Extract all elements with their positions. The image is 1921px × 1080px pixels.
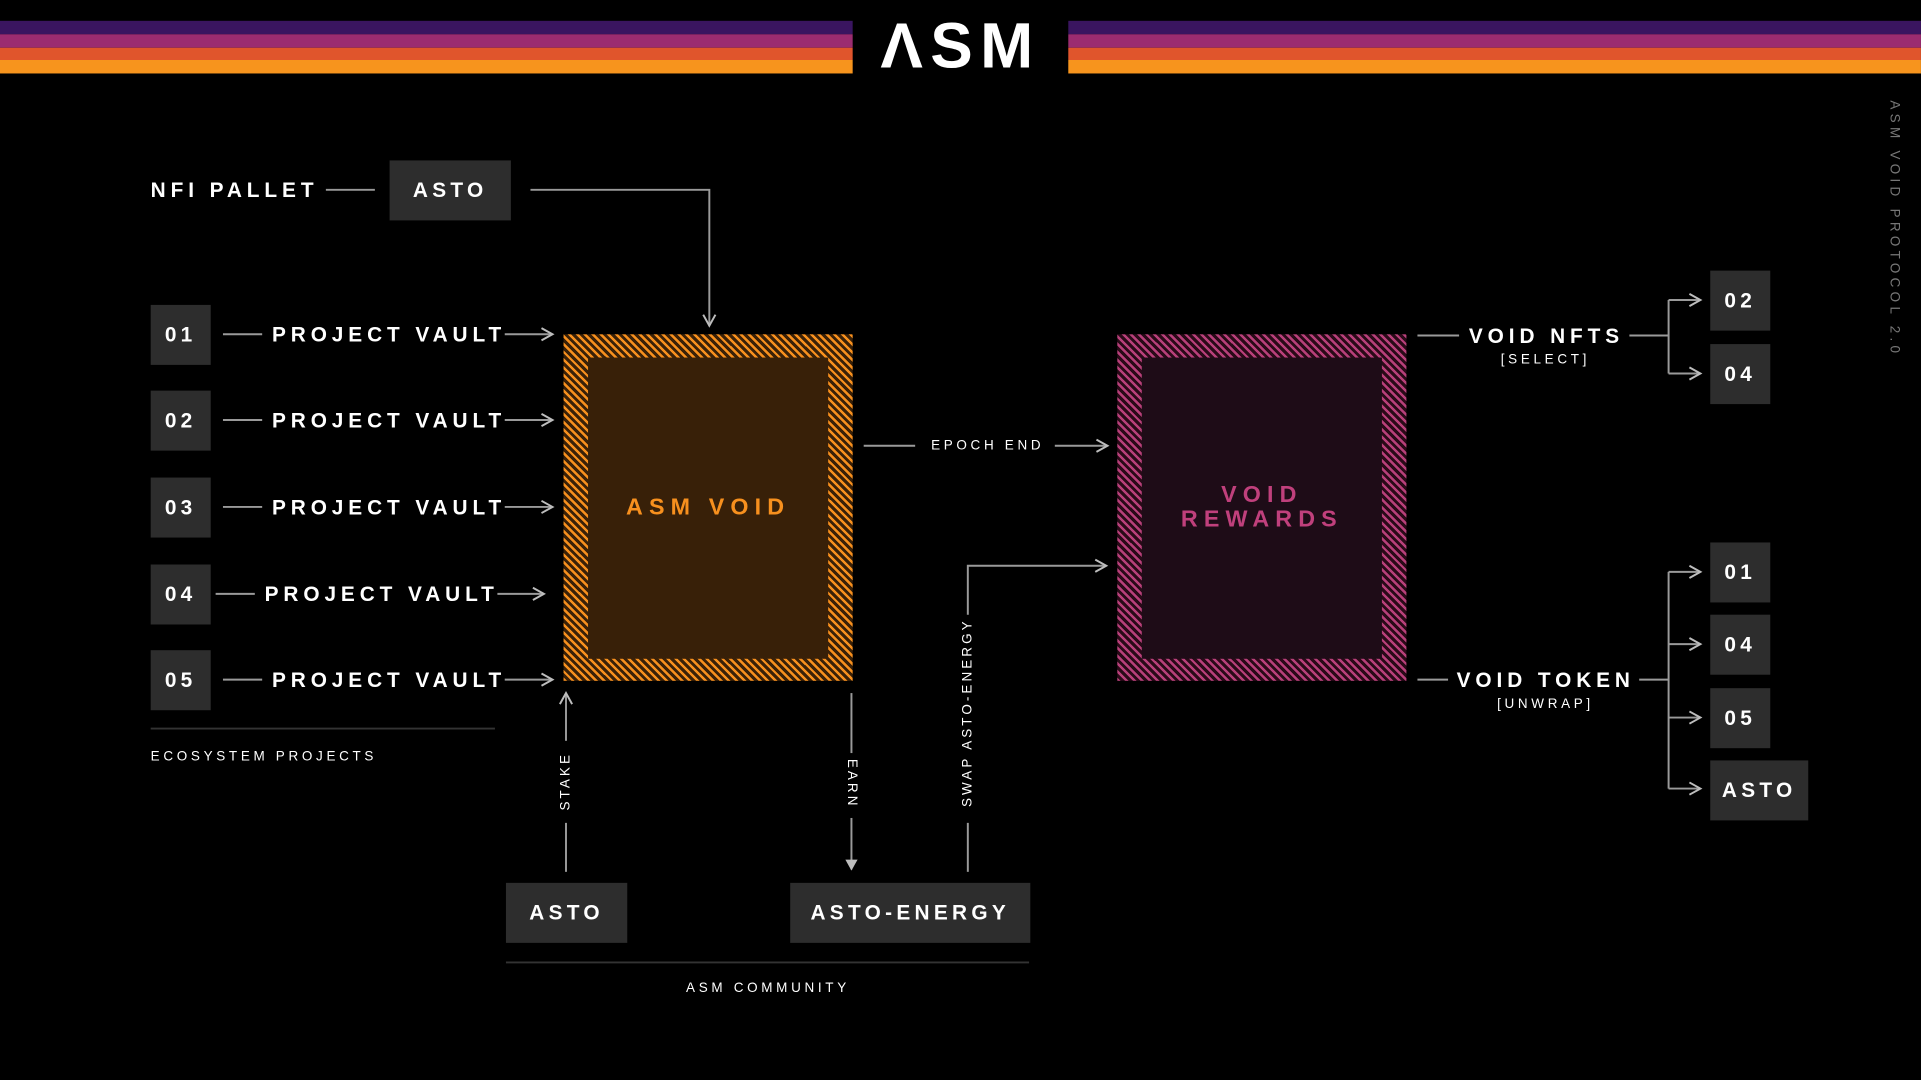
side-label: ASM VOID PROTOCOL 2.0 (1886, 100, 1902, 358)
void-token-output-04[interactable]: 04 (1710, 614, 1771, 675)
vault-num-04[interactable]: 04 (150, 564, 211, 625)
void-token-label: VOID TOKEN (1456, 668, 1635, 692)
asm-logo: ΛSM (880, 11, 1041, 83)
void-rewards-box[interactable]: VOID REWARDS (1117, 334, 1407, 681)
nfi-pallet-asto-box[interactable]: ASTO (389, 160, 511, 221)
vault-label-05: PROJECT VAULT (271, 668, 507, 692)
void-rewards-line2: REWARDS (1180, 506, 1343, 533)
void-nfts-label: VOID NFTS (1468, 324, 1625, 348)
vault-num-01[interactable]: 01 (150, 304, 211, 365)
asto-energy-box[interactable]: ASTO-ENERGY (790, 882, 1031, 943)
vault-label-01: PROJECT VAULT (271, 323, 507, 347)
swap-asto-energy-label: SWAP ASTO-ENERGY (960, 618, 976, 808)
nfi-pallet-label: NFI PALLET (150, 178, 319, 203)
stake-label: STAKE (558, 751, 574, 811)
void-rewards-line1: VOID (1221, 482, 1303, 509)
void-token-sub: [UNWRAP] (1497, 696, 1594, 712)
vault-num-03[interactable]: 03 (150, 477, 211, 538)
void-token-output-05[interactable]: 05 (1710, 688, 1771, 749)
community-asto-box[interactable]: ASTO (505, 882, 628, 943)
void-rewards-inner: VOID REWARDS (1141, 357, 1382, 659)
vault-label-03: PROJECT VAULT (271, 495, 507, 520)
logo-background (852, 0, 1069, 76)
ecosystem-caption: ECOSYSTEM PROJECTS (150, 749, 378, 765)
void-token-output-01[interactable]: 01 (1710, 542, 1771, 603)
vault-num-05[interactable]: 05 (150, 650, 211, 711)
asm-void-label: ASM VOID (626, 494, 791, 521)
asm-void-box[interactable]: ASM VOID (563, 334, 853, 681)
earn-label: EARN (844, 758, 859, 809)
vault-label-02: PROJECT VAULT (271, 408, 507, 433)
void-nfts-sub: [SELECT] (1500, 352, 1591, 368)
void-token-output-asto[interactable]: ASTO (1710, 760, 1809, 821)
asm-void-inner: ASM VOID (588, 357, 829, 659)
community-caption: ASM COMMUNITY (686, 980, 850, 996)
void-nfts-output-04[interactable]: 04 (1710, 344, 1771, 405)
void-nfts-output-02[interactable]: 02 (1710, 270, 1771, 331)
epoch-end-label: EPOCH END (931, 438, 1045, 454)
vault-label-04: PROJECT VAULT (264, 582, 499, 607)
vault-num-02[interactable]: 02 (150, 390, 211, 451)
